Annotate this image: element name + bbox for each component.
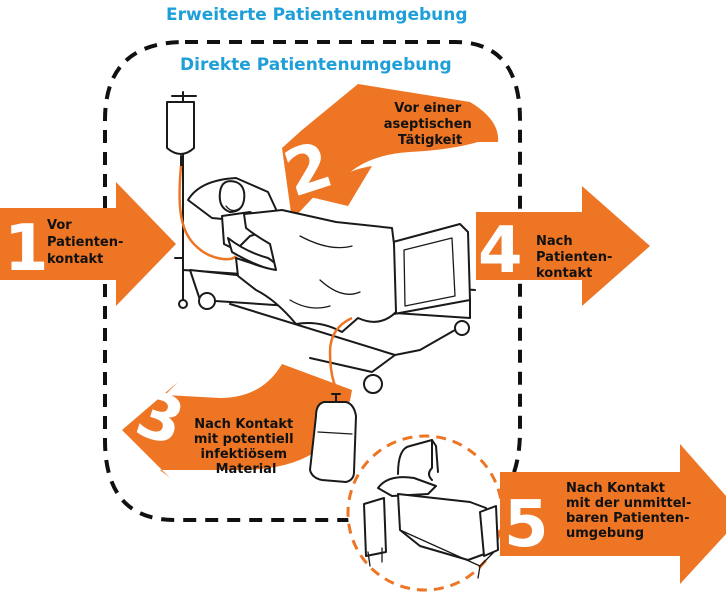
- step-3-label: Nach Kontakt mit potentiell infektiösem …: [194, 417, 298, 477]
- step-5-arrow: [500, 444, 726, 584]
- step-5-label-line: mit der unmittel-: [566, 496, 691, 511]
- step-4-label-line: kontakt: [536, 266, 592, 281]
- step-5-label-line: baren Patienten-: [566, 511, 689, 526]
- step-2-label-line: aseptischen: [384, 117, 472, 132]
- step-5-number: 5: [504, 488, 549, 562]
- step-2-label-line: Vor einer: [394, 101, 462, 116]
- step-3-label-line: infektiösem: [200, 447, 287, 462]
- step-2-label-line: Tätigkeit: [398, 133, 462, 148]
- bedside-table-icon: [363, 497, 387, 567]
- step-2-arrow: [282, 84, 499, 220]
- outer-zone-title: Erweiterte Patientenumgebung: [166, 5, 468, 25]
- step-5-label-line: umgebung: [566, 526, 644, 541]
- step-5-label: Nach Kontakt mit der unmittel- baren Pat…: [566, 481, 696, 541]
- step-4-number: 4: [478, 214, 523, 288]
- step-5-label-line: Nach Kontakt: [566, 481, 665, 496]
- step-1-label-line: kontakt: [47, 252, 103, 267]
- step-1-label: Vor Patienten- kontakt: [47, 218, 128, 267]
- step-2-label: Vor einer aseptischen Tätigkeit: [384, 101, 477, 148]
- step-1-arrow: [0, 182, 176, 306]
- direct-environment-boundary: [103, 40, 522, 522]
- hospital-bed-icon: [166, 91, 476, 483]
- step-3-label-line: Nach Kontakt: [194, 417, 293, 432]
- mini-bed-icon: [377, 439, 499, 579]
- inner-zone-title: Direkte Patientenumgebung: [180, 55, 452, 75]
- step-3-arrow: [122, 364, 352, 478]
- step-1-number: 1: [4, 212, 49, 286]
- step-2-arrow-head: [306, 166, 372, 206]
- step-4-label-line: Nach: [536, 234, 573, 249]
- step-1-label-line: Vor: [47, 218, 72, 233]
- step-1-label-line: Patienten-: [47, 235, 123, 250]
- step-4-arrow: [476, 186, 650, 306]
- step-4-label-line: Patienten-: [536, 250, 612, 265]
- step-4-label: Nach Patienten- kontakt: [536, 234, 617, 281]
- urine-bag-icon: [309, 393, 357, 483]
- step-3-label-line: Material: [216, 462, 277, 477]
- step-3-label-line: mit potentiell: [194, 432, 294, 447]
